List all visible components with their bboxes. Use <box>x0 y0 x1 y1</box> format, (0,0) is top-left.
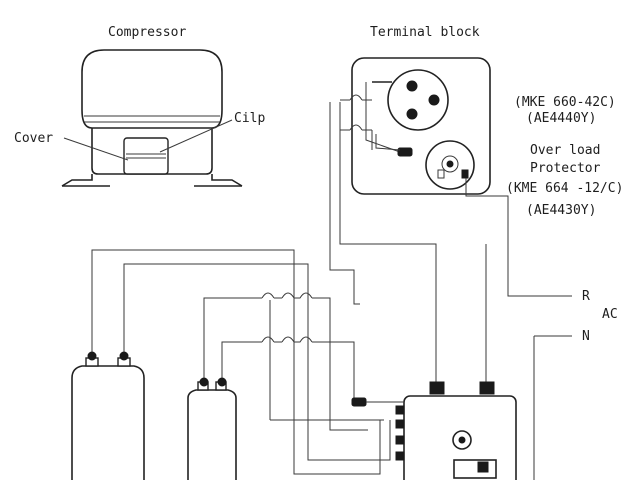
overload-model-label: (KME 664 -12/C) <box>506 181 623 196</box>
compressor-label: Compressor <box>108 25 186 40</box>
controller-terminal <box>429 381 445 395</box>
controller-box <box>351 381 517 480</box>
cover-leader <box>63 137 129 161</box>
overload-code-label: (AE4430Y) <box>526 203 596 218</box>
controller-terminal <box>479 381 495 395</box>
compressor <box>61 49 243 187</box>
relay-model-label: (MKE 660-42C) <box>514 95 616 110</box>
relay-pin <box>406 80 418 92</box>
clip-label: Cilp <box>234 111 265 126</box>
ac-label: AC <box>602 307 618 322</box>
terminal-block-label: Terminal block <box>370 25 480 40</box>
relay-pin <box>428 94 440 106</box>
cover-label: Cover <box>14 131 53 146</box>
wiring <box>91 94 572 480</box>
n-label: N <box>582 329 590 344</box>
cover <box>123 137 169 175</box>
relay-pin <box>406 108 418 120</box>
relay-socket <box>387 69 449 131</box>
r-label: R <box>582 289 590 304</box>
run-capacitor <box>71 351 145 480</box>
overload-label-line1: Over load <box>530 143 600 158</box>
overload-protector <box>425 140 475 190</box>
terminal-block <box>351 57 491 195</box>
start-capacitor <box>187 377 237 480</box>
overload-label-line2: Protector <box>530 161 601 176</box>
clip-leader <box>159 119 233 153</box>
relay-code-label: (AE4440Y) <box>526 111 596 126</box>
